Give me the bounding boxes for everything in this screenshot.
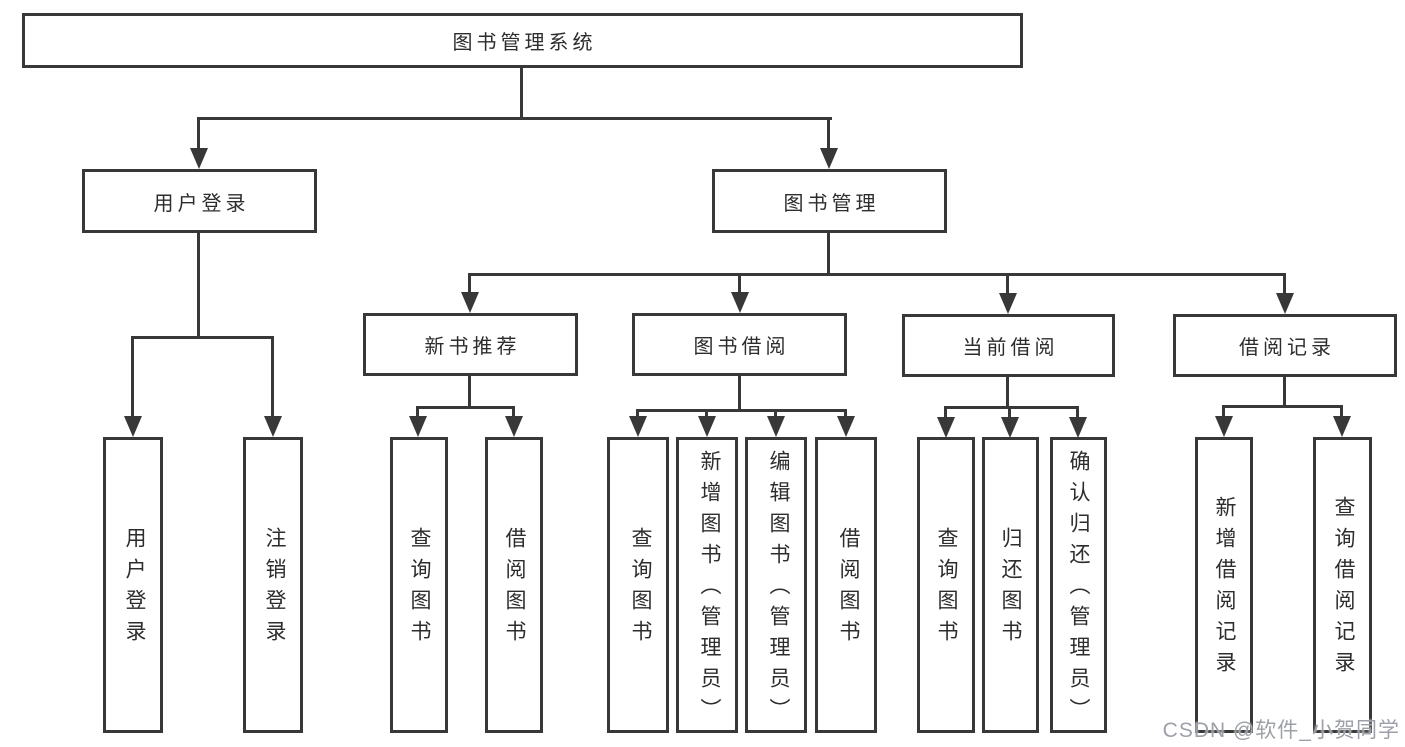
arrow-to-leaf-query-books-3 (937, 417, 955, 438)
connector-user-login-bar (131, 336, 274, 339)
connector-new-book-drop-2 (512, 406, 515, 418)
leaf-query-books-1: 查询图书 (390, 437, 448, 733)
connector-current-borrow-drop-2 (1008, 406, 1011, 418)
connector-current-borrow-drop-1 (944, 406, 947, 418)
connector-book-mgmt-drop-2 (738, 273, 741, 294)
connector-user-login-drop-1 (131, 336, 134, 418)
connector-book-mgmt-stem (827, 233, 830, 276)
leaf-edit-book-admin: 编辑图书（管理员） (745, 437, 807, 733)
node-new-book-recommend: 新书推荐 (363, 313, 578, 376)
leaf-return-books: 归还图书 (982, 437, 1039, 733)
connector-root-bar (197, 117, 832, 120)
arrow-to-book-borrowing (731, 292, 749, 313)
node-user-login: 用户登录 (82, 169, 317, 233)
arrow-to-leaf-add-book (698, 416, 716, 437)
connector-book-mgmt-drop-1 (468, 273, 471, 294)
connector-book-mgmt-bar (468, 273, 1286, 276)
connector-records-drop-2 (1340, 405, 1343, 418)
arrow-to-leaf-edit-book (767, 416, 785, 437)
node-library-system: 图书管理系统 (22, 13, 1023, 68)
arrow-to-borrowing-records (1276, 293, 1294, 314)
connector-new-book-stem (468, 376, 471, 409)
arrow-to-leaf-query-record (1333, 416, 1351, 437)
arrow-to-book-management (820, 148, 838, 169)
arrow-to-new-book-recommend (461, 292, 479, 313)
connector-records-bar (1222, 405, 1343, 408)
leaf-borrow-books-2: 借阅图书 (815, 437, 877, 733)
connector-current-borrow-drop-3 (1076, 406, 1079, 418)
connector-root-stem (520, 68, 523, 120)
connector-book-mgmt-drop-3 (1006, 273, 1009, 295)
connector-new-book-drop-1 (416, 406, 419, 418)
arrow-to-leaf-query-books-2 (629, 416, 647, 437)
arrow-to-leaf-confirm-return (1069, 417, 1087, 438)
connector-book-borrow-drop-4 (844, 409, 847, 418)
connector-current-borrow-stem (1006, 377, 1009, 409)
connector-records-stem (1283, 377, 1286, 408)
leaf-add-borrow-record: 新增借阅记录 (1195, 437, 1253, 733)
arrow-to-leaf-borrow-books-2 (837, 416, 855, 437)
leaf-query-books-2: 查询图书 (607, 437, 669, 733)
csdn-watermark: CSDN @软件_小贺同学 (1162, 719, 1400, 742)
arrow-to-leaf-logout (264, 416, 282, 437)
node-book-management: 图书管理 (712, 169, 947, 233)
node-borrowing-records: 借阅记录 (1173, 314, 1397, 377)
leaf-logout-login: 注销登录 (243, 437, 303, 733)
leaf-query-borrow-record: 查询借阅记录 (1313, 437, 1372, 733)
connector-book-borrow-bar (636, 409, 847, 412)
connector-book-borrow-stem (738, 376, 741, 412)
connector-book-borrow-drop-3 (774, 409, 777, 418)
leaf-query-books-3: 查询图书 (917, 437, 975, 733)
connector-root-drop-right (827, 117, 830, 151)
connector-book-mgmt-drop-4 (1283, 273, 1286, 295)
connector-book-borrow-drop-2 (705, 409, 708, 418)
arrow-to-leaf-query-books-1 (409, 416, 427, 437)
connector-records-drop-1 (1222, 405, 1225, 418)
arrow-to-leaf-borrow-books-1 (505, 416, 523, 437)
arrow-to-user-login (190, 148, 208, 169)
connector-current-borrow-bar (944, 406, 1079, 409)
connector-book-borrow-drop-1 (636, 409, 639, 418)
arrow-to-leaf-add-record (1215, 416, 1233, 437)
connector-root-drop-left (197, 117, 200, 151)
arrow-to-current-borrowing (999, 293, 1017, 314)
leaf-borrow-books-1: 借阅图书 (485, 437, 543, 733)
connector-new-book-bar (416, 406, 515, 409)
leaf-confirm-return-admin: 确认归还（管理员） (1050, 437, 1107, 733)
connector-user-login-drop-2 (271, 336, 274, 418)
leaf-user-login: 用户登录 (103, 437, 163, 733)
arrow-to-leaf-user-login (124, 416, 142, 437)
node-current-borrowing: 当前借阅 (902, 314, 1115, 377)
connector-user-login-stem (197, 233, 200, 339)
arrow-to-leaf-return-books (1001, 417, 1019, 438)
node-book-borrowing: 图书借阅 (632, 313, 847, 376)
leaf-add-book-admin: 新增图书（管理员） (676, 437, 738, 733)
